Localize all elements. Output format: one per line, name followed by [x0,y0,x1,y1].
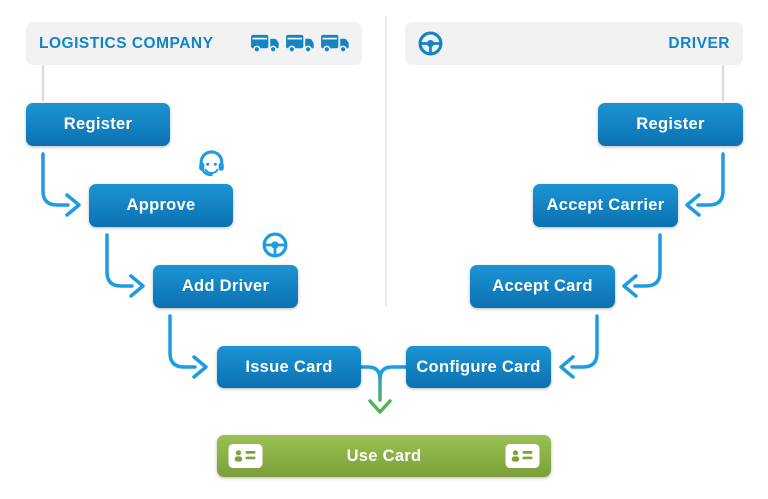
step-label: Add Driver [181,277,270,295]
driver-title: DRIVER [668,34,730,52]
arrow-add-driver-to-issue-card [168,314,208,379]
steering-wheel-icon [262,232,288,258]
step-label: Register [636,115,705,133]
logistics-company-title: LOGISTICS COMPANY [39,34,214,52]
step-use-card: Use Card [217,435,551,477]
step-approve: Approve [89,184,233,227]
step-label: Approve [126,196,196,214]
arrow-accept-carrier-to-accept-card [622,233,662,298]
step-label: Use Card [346,446,422,465]
step-accept-card: Accept Card [470,265,615,308]
step-label: Register [63,115,133,133]
truck-icon [286,34,314,53]
headset-agent-icon [197,148,226,177]
step-configure-card: Configure Card [406,346,551,388]
step-accept-carrier: Accept Carrier [533,184,678,227]
merge-arrowhead [368,399,392,414]
step-label: Configure Card [416,357,541,376]
step-driver-register: Register [598,103,743,146]
arrow-register-to-approve [41,152,81,217]
step-label: Issue Card [245,357,333,376]
step-logistics-register: Register [26,103,170,146]
driver-header: DRIVER [405,22,743,65]
id-card-icon [505,444,540,468]
truck-icon [251,34,279,53]
step-label: Accept Carrier [546,196,665,214]
step-issue-card: Issue Card [217,346,361,388]
logistics-company-header: LOGISTICS COMPANY [26,22,362,65]
arrow-accept-card-to-configure-card [559,314,599,379]
header-drop-lines [41,65,725,101]
truck-icon-row [250,32,349,55]
step-add-driver: Add Driver [153,265,298,308]
arrow-register-to-accept-carrier [685,152,725,217]
merge-branches [359,365,408,381]
step-label: Accept Card [492,277,593,295]
id-card-icon [228,444,263,468]
truck-icon [321,34,349,53]
steering-wheel-icon [418,31,443,56]
arrow-approve-to-add-driver [105,233,145,298]
